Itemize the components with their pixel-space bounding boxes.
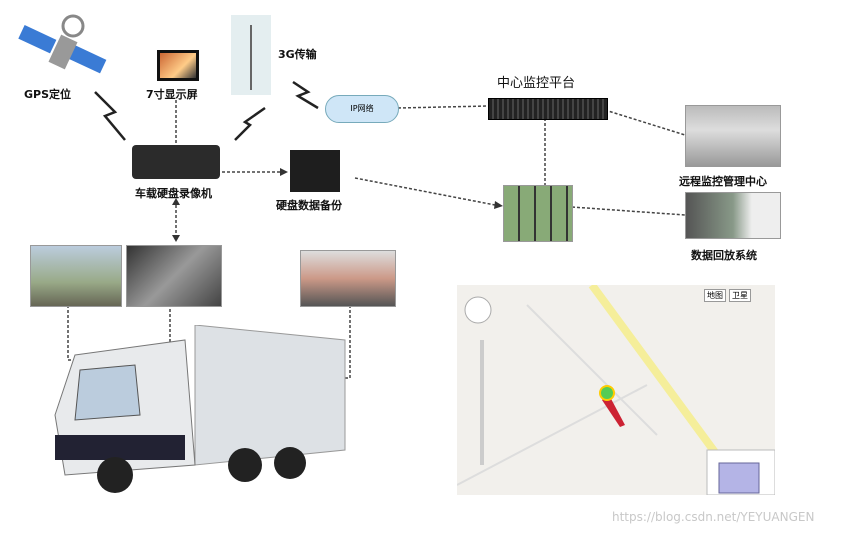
video-wall-icon — [503, 185, 573, 242]
map-button[interactable]: 地图 — [704, 289, 726, 302]
satellite-button[interactable]: 卫星 — [729, 289, 751, 302]
monitor-icon — [157, 50, 199, 81]
satellite-icon — [18, 14, 107, 74]
label-center: 中心监控平台 — [497, 76, 576, 91]
hdd-backup-icon — [290, 150, 340, 192]
label-display: 7寸显示屏 — [146, 88, 198, 101]
antenna-icon — [231, 15, 271, 95]
camera-road-photo — [30, 245, 122, 307]
label-gps: GPS定位 — [24, 88, 72, 101]
label-backup: 硬盘数据备份 — [276, 199, 342, 212]
map-view[interactable]: 地图 卫星 — [457, 285, 775, 495]
label-remote: 远程监控管理中心 — [679, 175, 767, 188]
label-dvr: 车载硬盘录像机 — [135, 187, 212, 200]
label-3g: 3G传输 — [278, 48, 317, 61]
cloud-ip-network: IP网络 — [325, 95, 399, 123]
dvr-icon — [132, 145, 220, 179]
truck-icon — [54, 325, 346, 493]
camera-cabin-photo — [126, 245, 222, 307]
server-icon — [488, 98, 608, 120]
camera-cargo-photo — [300, 250, 396, 307]
label-playback: 数据回放系统 — [691, 249, 757, 262]
remote-center-photo — [685, 105, 781, 167]
watermark: https://blog.csdn.net/YEYUANGEN — [612, 510, 815, 524]
playback-photo — [685, 192, 781, 239]
